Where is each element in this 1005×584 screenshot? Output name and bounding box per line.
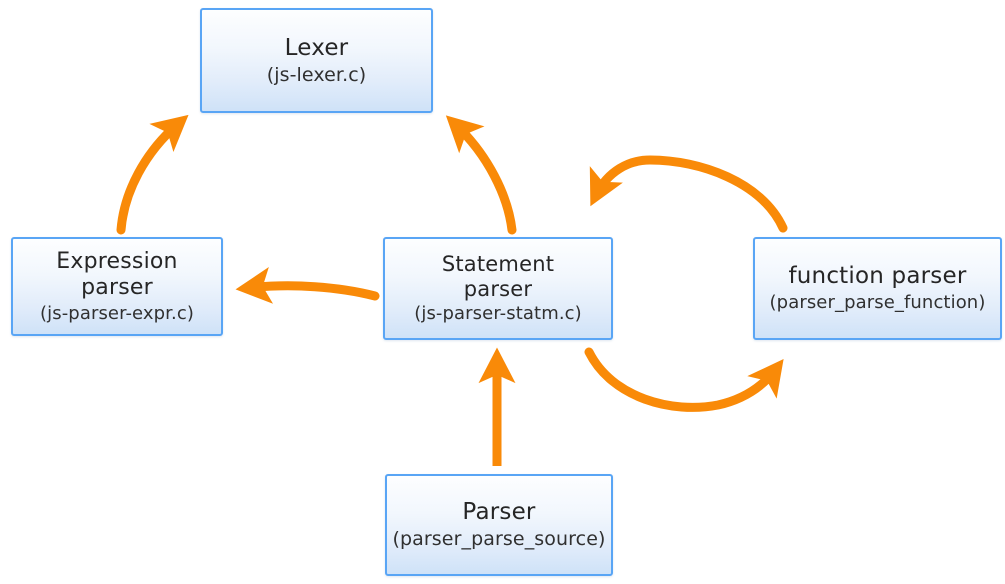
node-expression-parser-subtitle: (js-parser-expr.c) [40, 302, 194, 324]
edge-statement-to-function [584, 347, 784, 412]
node-function-parser[interactable]: function parser (parser_parse_function) [753, 237, 1002, 340]
edge-statement-to-lexer [445, 115, 517, 235]
node-statement-parser[interactable]: Statement parser (js-parser-statm.c) [383, 237, 613, 340]
edge-expression-to-lexer [116, 114, 189, 235]
node-expression-parser-title: Expression parser [56, 248, 178, 300]
node-expression-parser[interactable]: Expression parser (js-parser-expr.c) [11, 237, 223, 336]
node-lexer-subtitle: (js-lexer.c) [266, 63, 367, 86]
edge-statement-to-expression [235, 267, 380, 304]
node-function-parser-title: function parser [788, 263, 967, 290]
node-parser-subtitle: (parser_parse_source) [392, 528, 606, 551]
node-parser[interactable]: Parser (parser_parse_source) [385, 474, 613, 576]
edge-function-to-statement [589, 155, 788, 233]
node-lexer-title: Lexer [284, 34, 349, 61]
node-lexer[interactable]: Lexer (js-lexer.c) [200, 8, 433, 113]
node-parser-title: Parser [462, 499, 536, 526]
node-statement-parser-subtitle: (js-parser-statm.c) [414, 303, 582, 325]
node-function-parser-subtitle: (parser_parse_function) [769, 292, 986, 314]
node-statement-parser-title: Statement parser [441, 251, 555, 301]
